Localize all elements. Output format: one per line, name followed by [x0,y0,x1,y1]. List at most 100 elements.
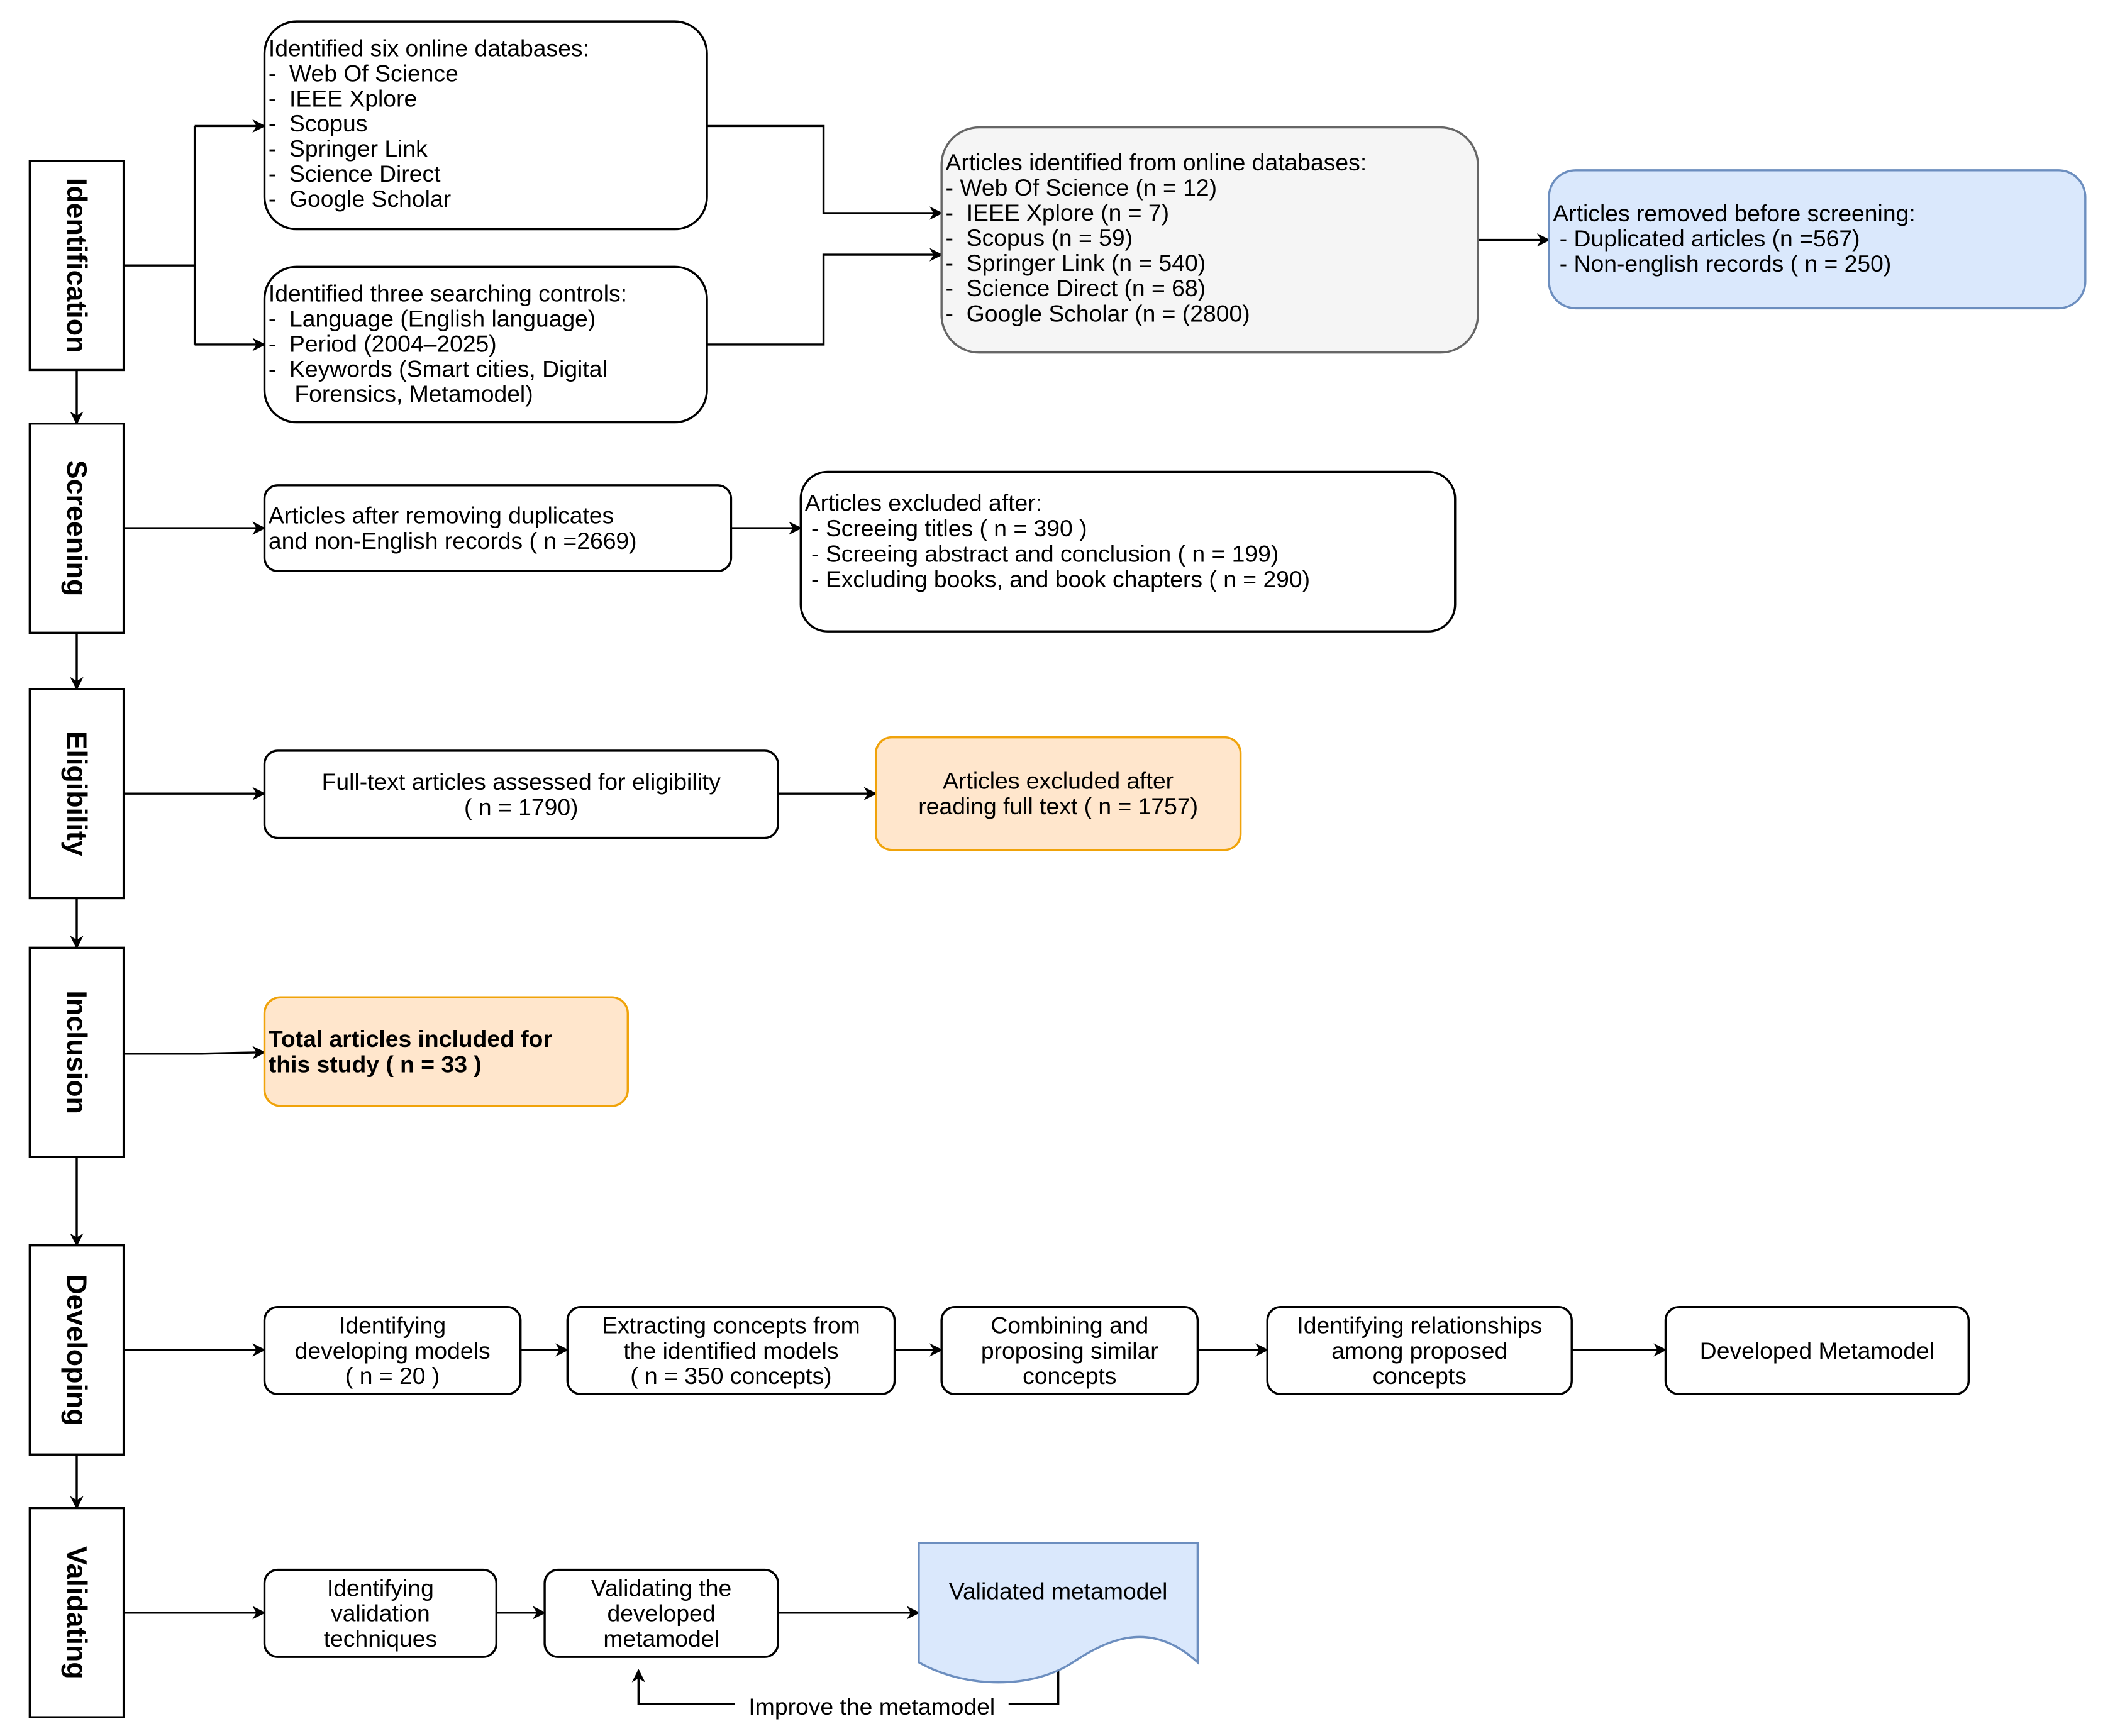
databases-box-line: - Science Direct [269,160,441,187]
validated-metamodel-document: Validated metamodel [918,1542,1199,1684]
excluded-fulltext-box-line: reading full text ( n = 1757) [918,793,1198,819]
identified-articles-box-line: - Scopus (n = 59) [946,224,1133,251]
developing-step-3-line: Combining and [990,1312,1148,1339]
developing-step-5-shape [1664,1306,1970,1396]
controls-to-identified-arrow [707,248,943,346]
assessed-eligibility-box-line: ( n = 1790) [464,793,578,820]
search-controls-box-line: - Keywords (Smart cities, Digital [269,355,608,382]
removed-before-screening-box-shape [1548,169,2087,310]
total-included-box-line: Total articles included for [269,1026,552,1052]
identification-branch [123,126,196,345]
validating-step-2-line: Validating the [591,1575,731,1601]
databases-box-line: - Google Scholar [269,185,451,212]
excluded-fulltext-box-line: Articles excluded after [943,768,1174,794]
developing-step-1-line: ( n = 20 ) [345,1363,440,1389]
validating-step-1-line: validation [331,1600,430,1627]
after-duplicates-box-line: Articles after removing duplicates [269,502,614,529]
connectors [70,119,1667,1705]
after-duplicates-box-shape [263,484,733,572]
stage-column: IdentificationScreeningEligibilityInclus… [28,160,125,1718]
stage-label: Screening [61,460,92,596]
excluded-fulltext-box-shape [874,736,1242,851]
removed-before-screening-box-line: - Duplicated articles (n =567) [1553,225,1860,252]
identified-articles-box-line: - Springer Link (n = 540) [946,250,1206,276]
stage-label: Validating [61,1546,92,1679]
identified-articles-box-line: Articles identified from online database… [946,149,1367,175]
excluded-screening-box-line: - Screeing abstract and conclusion ( n =… [805,540,1279,567]
after-duplicates-box-line: and non-English records ( n =2669) [269,528,637,554]
identified-articles-box-shape [940,126,1479,354]
identified-articles-box-line: - Google Scholar (n = (2800) [946,300,1250,326]
feedback-label: Improve the metamodel [748,1693,995,1720]
developing-step-2-shape [566,1306,896,1396]
stage-label: Eligibility [61,731,92,856]
search-controls-box-line: - Language (English language) [269,306,596,332]
feedback-label-bg [735,1691,1009,1719]
developing-step-3-line: concepts [1023,1363,1116,1389]
identified-articles-box: Articles identified from online database… [940,126,1479,354]
assessed-eligibility-box-line: Full-text articles assessed for eligibil… [322,768,721,795]
document-shape [918,1542,1199,1684]
excluded-screening-box: Articles excluded after: - Screeing titl… [799,470,1457,633]
validating-step-2-shape [543,1568,779,1658]
assessed-eligibility-box: Full-text articles assessed for eligibil… [263,749,779,839]
total-included-box-shape [263,996,629,1107]
search-controls-box-shape [263,265,708,424]
stage-validating [28,1507,125,1718]
excluded-screening-box-line: - Screeing titles ( n = 390 ) [805,515,1087,541]
total-included-box-line: this study ( n = 33 ) [269,1051,482,1078]
databases-box-line: - IEEE Xplore [269,85,417,111]
databases-box: Identified six online databases:- Web Of… [263,20,708,231]
developing-step-1-line: Identifying [339,1312,446,1339]
stage-eligibility [28,688,125,900]
stage-developing [28,1244,125,1456]
validating-step-1-line: techniques [324,1625,437,1652]
stage-identification [28,160,125,372]
developing-step-3-shape [940,1306,1199,1396]
developing-step-3-line: proposing similar [981,1337,1158,1364]
databases-box-line: - Springer Link [269,135,428,162]
databases-box-line: Identified six online databases: [269,35,589,62]
excluded-screening-box-line: Articles excluded after: [805,489,1042,516]
validated-metamodel-label: Validated metamodel [949,1578,1168,1605]
databases-box-shape [263,20,708,231]
inclusion-arrow [123,1046,266,1059]
boxes: Identified six online databases:- Web Of… [263,20,2087,1720]
developing-step-1-shape [263,1306,522,1396]
developing-step-1-line: developing models [295,1337,491,1364]
developing-step-2-line: the identified models [623,1337,838,1364]
developing-step-4-line: concepts [1373,1363,1467,1389]
search-controls-box-line: - Period (2004–2025) [269,330,497,357]
validating-step-1-shape [263,1568,498,1658]
validating-step-2-line: metamodel [603,1625,719,1652]
search-controls-box-line: Identified three searching controls: [269,280,627,307]
databases-box-line: - Scopus [269,110,368,136]
developing-step-4-shape [1266,1306,1573,1396]
identified-articles-box-line: - Web Of Science (n = 12) [946,174,1218,201]
excluded-screening-box-shape [799,470,1457,633]
identified-articles-box-line: - IEEE Xplore (n = 7) [946,199,1170,226]
validating-step-2-line: developed [608,1600,716,1627]
developing-step-5: Developed Metamodel [1664,1306,1970,1396]
stage-label: Inclusion [61,990,92,1114]
stage-inclusion [28,946,125,1158]
developing-step-4-line: Identifying relationships [1297,1312,1542,1339]
validating-step-1-line: Identifying [327,1575,434,1601]
developing-step-4-line: among proposed [1331,1337,1507,1364]
search-controls-box-line: Forensics, Metamodel) [269,380,533,407]
databases-box-line: - Web Of Science [269,60,458,86]
databases-to-identified-arrow [707,124,943,220]
stage-label: Developing [61,1274,92,1425]
removed-before-screening-box-line: Articles removed before screening: [1553,200,1915,226]
removed-before-screening-box-line: - Non-english records ( n = 250) [1553,250,1891,277]
stage-screening [28,423,125,634]
removed-before-screening-box: Articles removed before screening: - Dup… [1548,169,2087,310]
developing-step-2-line: Extracting concepts from [602,1312,860,1339]
